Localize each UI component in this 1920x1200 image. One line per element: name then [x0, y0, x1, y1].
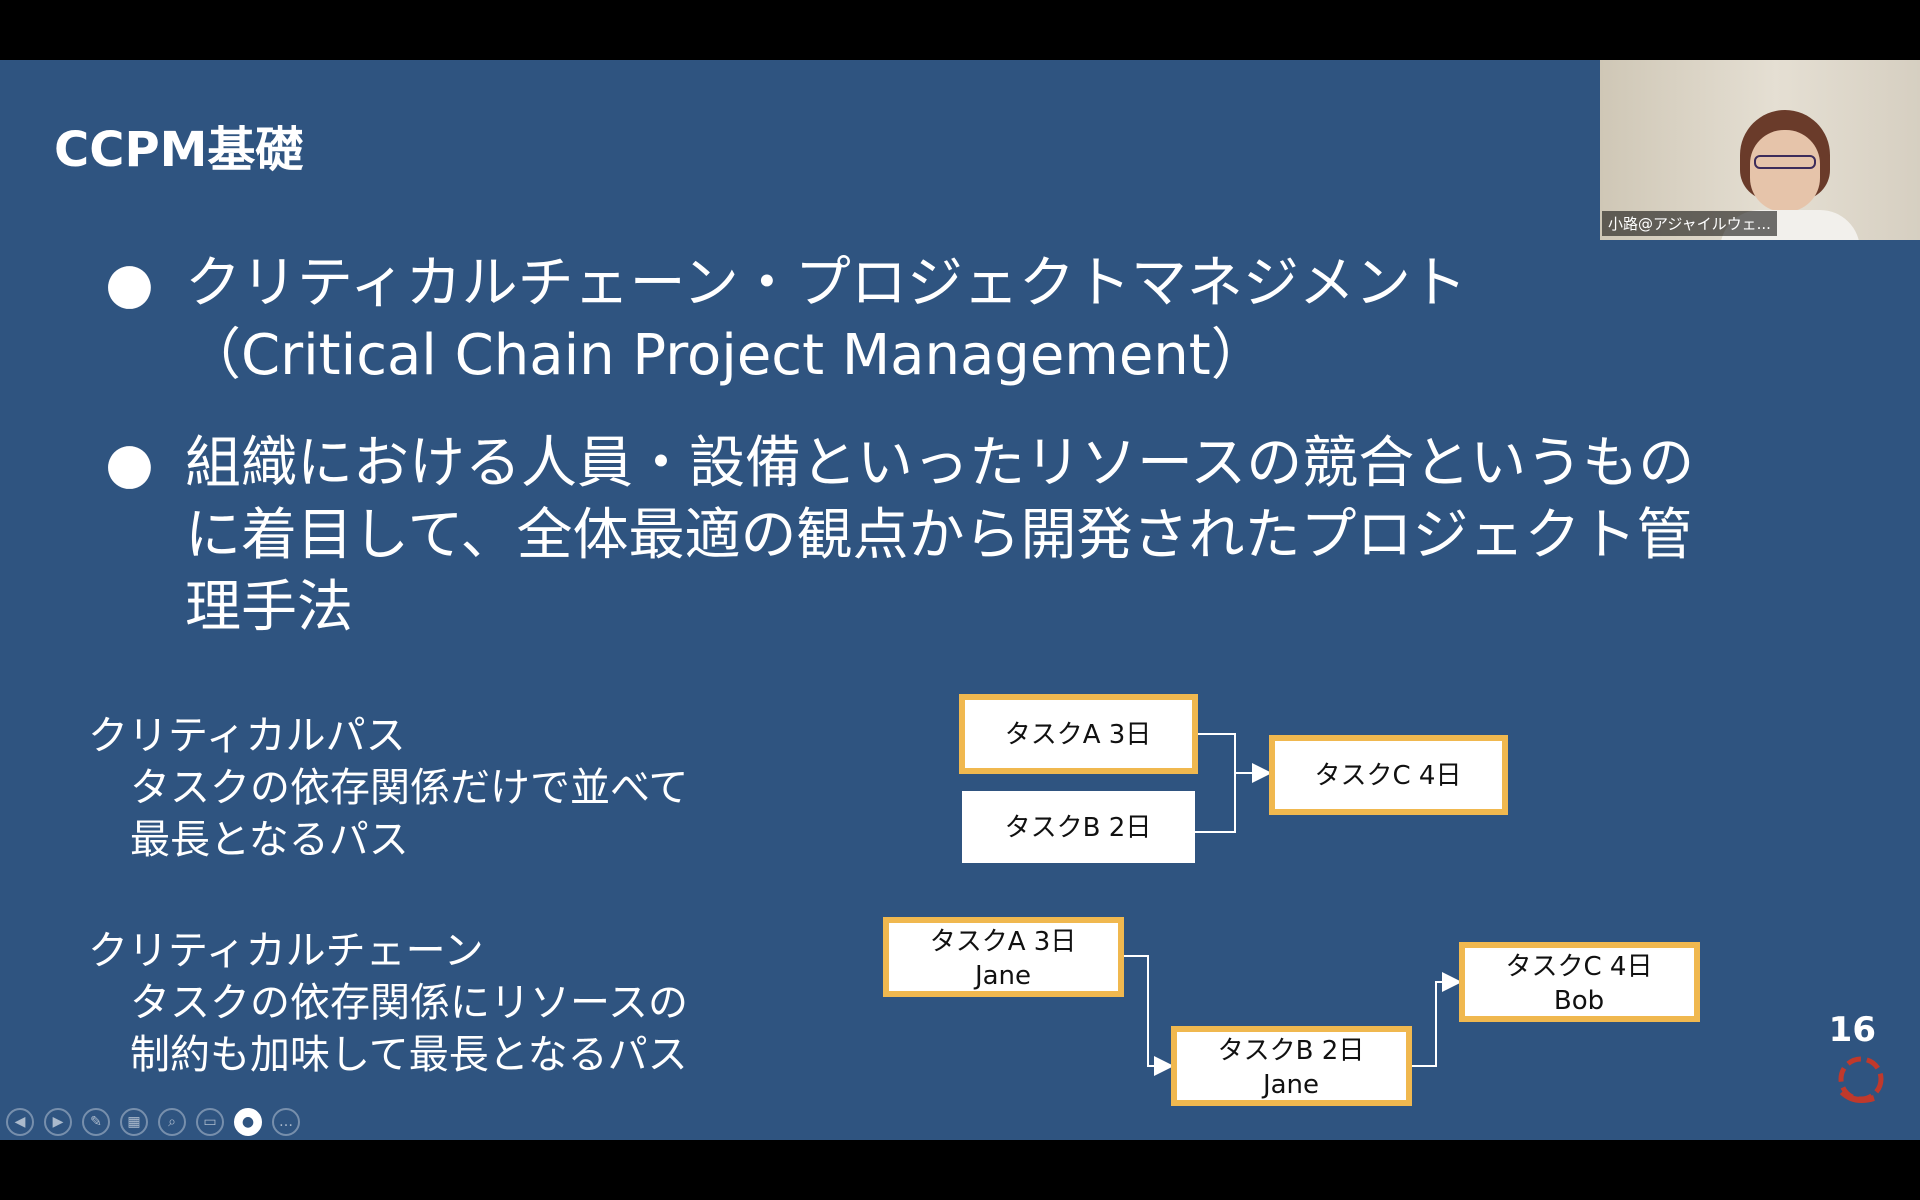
merge-connector: [1195, 733, 1236, 833]
chain-task-a-box: [883, 917, 1124, 997]
chain-task-c-box: [1459, 942, 1700, 1022]
chain-task-c-label: タスクC 4日: [1506, 952, 1653, 982]
bullet-line: （Critical Chain Project Management）: [185, 323, 1267, 388]
presentation-toolbar: ◀ ▶ ✎ ▦ ⌕ ▭ ● …: [6, 1108, 300, 1136]
slide: CCPM基礎 ● クリティカルチェーン・プロジェクトマネジメント （Critic…: [0, 60, 1920, 1140]
critical-path-section: クリティカルパス タスクの依存関係だけで並べて 最長となるパス: [88, 710, 688, 866]
critical-path-diagram: タスクA 3日 タスクB 2日 タスクC 4日: [959, 694, 1508, 863]
critical-path-desc-line: タスクの依存関係だけで並べて: [130, 765, 689, 811]
chain-task-a-owner: Jane: [973, 961, 1031, 991]
bullet-line: に着目して、全体最適の観点から開発されたプロジェクト管: [185, 503, 1693, 568]
bullet-line: 組織における人員・設備といったリソースの競合というもの: [185, 431, 1695, 496]
participant-face: [1750, 130, 1820, 212]
critical-chain-section: クリティカルチェーン タスクの依存関係にリソースの 制約も加味して最長となるパス: [88, 925, 688, 1081]
task-c-box: [1269, 735, 1508, 815]
critical-chain-desc-line: 制約も加味して最長となるパス: [130, 1032, 688, 1078]
subtitles-icon[interactable]: ▭: [196, 1108, 224, 1136]
task-b-label: タスクB 2日: [1005, 813, 1152, 843]
task-a-box: [959, 694, 1198, 774]
arrow-b-to-c: [1409, 972, 1462, 1067]
zoom-icon[interactable]: ⌕: [158, 1108, 186, 1136]
more-options-icon[interactable]: …: [272, 1108, 300, 1136]
slide-title: CCPM基礎: [54, 122, 304, 178]
chain-task-b-box: [1171, 1026, 1412, 1106]
bullet-line: クリティカルチェーン・プロジェクトマネジメント: [185, 251, 1467, 316]
task-b-box: [962, 791, 1195, 863]
bullet-marker: ●: [105, 251, 154, 316]
participant-name-label: 小路@アジャイルウェ...: [1602, 211, 1777, 236]
bullet-ccpm-definition: ● クリティカルチェーン・プロジェクトマネジメント （Critical Chai…: [105, 248, 1920, 392]
critical-path-desc-line: 最長となるパス: [130, 817, 409, 863]
pen-icon[interactable]: ✎: [82, 1108, 110, 1136]
participant-glasses: [1754, 155, 1816, 169]
bullet-ccpm-description: ● 組織における人員・設備といったリソースの競合というもの に着目して、全体最適…: [105, 428, 1920, 644]
next-slide-icon[interactable]: ▶: [44, 1108, 72, 1136]
page-number: 16: [1828, 1010, 1876, 1050]
previous-slide-icon[interactable]: ◀: [6, 1108, 34, 1136]
chain-task-b-owner: Jane: [1261, 1070, 1319, 1100]
critical-chain-diagram: タスクA 3日 Jane タスクB 2日 Jane タスクC 4日 Bob: [883, 917, 1700, 1106]
chain-task-c-owner: Bob: [1554, 986, 1604, 1016]
critical-path-heading: クリティカルパス: [88, 713, 406, 759]
bullet-line: 理手法: [185, 575, 353, 640]
chain-task-a-label: タスクA 3日: [930, 927, 1077, 957]
task-diagrams: タスクA 3日 タスクB 2日 タスクC 4日 タスクA 3日 Jane タスク…: [883, 694, 1700, 1106]
slides-grid-icon[interactable]: ▦: [120, 1108, 148, 1136]
participant-video-tile[interactable]: 小路@アジャイルウェ...: [1600, 60, 1920, 240]
chain-task-b-label: タスクB 2日: [1218, 1036, 1365, 1066]
bullet-marker: ●: [105, 431, 154, 496]
critical-chain-desc-line: タスクの依存関係にリソースの: [130, 980, 688, 1026]
task-c-label: タスクC 4日: [1315, 761, 1462, 791]
camera-icon[interactable]: ●: [234, 1108, 262, 1136]
task-a-label: タスクA 3日: [1005, 720, 1152, 750]
critical-chain-heading: クリティカルチェーン: [88, 928, 484, 974]
company-logo-icon: [1838, 1056, 1884, 1103]
arrow-a-to-b: [1121, 955, 1174, 1076]
